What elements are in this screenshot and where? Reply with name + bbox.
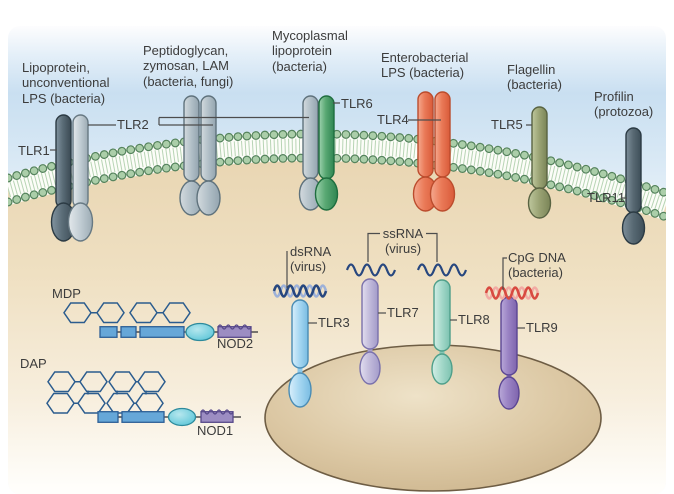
- label-peptidoglycan-ligand: Peptidoglycan, zymosan, LAM (bacteria, f…: [143, 43, 234, 89]
- label-tlr1: TLR1: [18, 143, 50, 158]
- mdp-molecule: [63, 302, 191, 324]
- connector-lines: [50, 102, 627, 329]
- plasma-membrane: [8, 129, 666, 222]
- label-profilin-ligand: Profilin (protozoa): [594, 89, 654, 120]
- dap-molecule: [46, 371, 166, 414]
- tlr2-tlr6-receptor: [298, 95, 339, 211]
- label-tlr11: TLR11: [587, 190, 626, 205]
- tlr9-receptor: [498, 296, 520, 410]
- ssrna-molecule-tlr8: [416, 263, 468, 277]
- label-tlr4: TLR4: [377, 112, 409, 127]
- tlr1-tlr2-receptor: [50, 114, 94, 242]
- endosome: [264, 344, 602, 492]
- label-cpg-dna-ligand: CpG DNA (bacteria): [508, 250, 566, 281]
- label-nod2: NOD2: [217, 336, 254, 351]
- tlr7-receptor: [359, 278, 381, 385]
- nod2-protein: [99, 322, 258, 342]
- cpg-dna-molecule: [484, 286, 540, 300]
- label-tlr5: TLR5: [491, 117, 523, 132]
- tlr3-receptor: [288, 299, 312, 408]
- label-tlr3: TLR3: [318, 315, 350, 330]
- label-enterobacterial-ligand: Enterobacterial LPS (bacteria): [381, 50, 469, 81]
- label-tlr6: TLR6: [341, 96, 373, 111]
- label-ssrna-ligand: ssRNA (virus): [382, 226, 424, 257]
- tlr5-receptor: [527, 106, 552, 219]
- label-tlr8: TLR8: [458, 312, 490, 327]
- label-mdp: MDP: [52, 286, 81, 301]
- tlr8-receptor: [431, 279, 453, 385]
- label-lipoprotein-ligand: Lipoprotein, unconventional LPS (bacteri…: [22, 60, 110, 106]
- label-tlr7: TLR7: [387, 305, 419, 320]
- label-nod1: NOD1: [197, 423, 234, 438]
- nod1-protein: [97, 407, 241, 427]
- label-tlr2: TLR2: [117, 117, 149, 132]
- ssrna-molecule-tlr7: [345, 263, 397, 277]
- tlr11-receptor: [621, 127, 646, 245]
- tlr4-receptor-dimer: [412, 91, 456, 212]
- dsrna-molecule: [272, 284, 328, 298]
- label-tlr9: TLR9: [526, 320, 558, 335]
- label-dsrna-ligand: dsRNA (virus): [290, 244, 332, 275]
- label-flagellin-ligand: Flagellin (bacteria): [507, 62, 562, 93]
- label-mycoplasmal-ligand: Mycoplasmal lipoprotein (bacteria): [272, 28, 348, 74]
- label-dap: DAP: [20, 356, 47, 371]
